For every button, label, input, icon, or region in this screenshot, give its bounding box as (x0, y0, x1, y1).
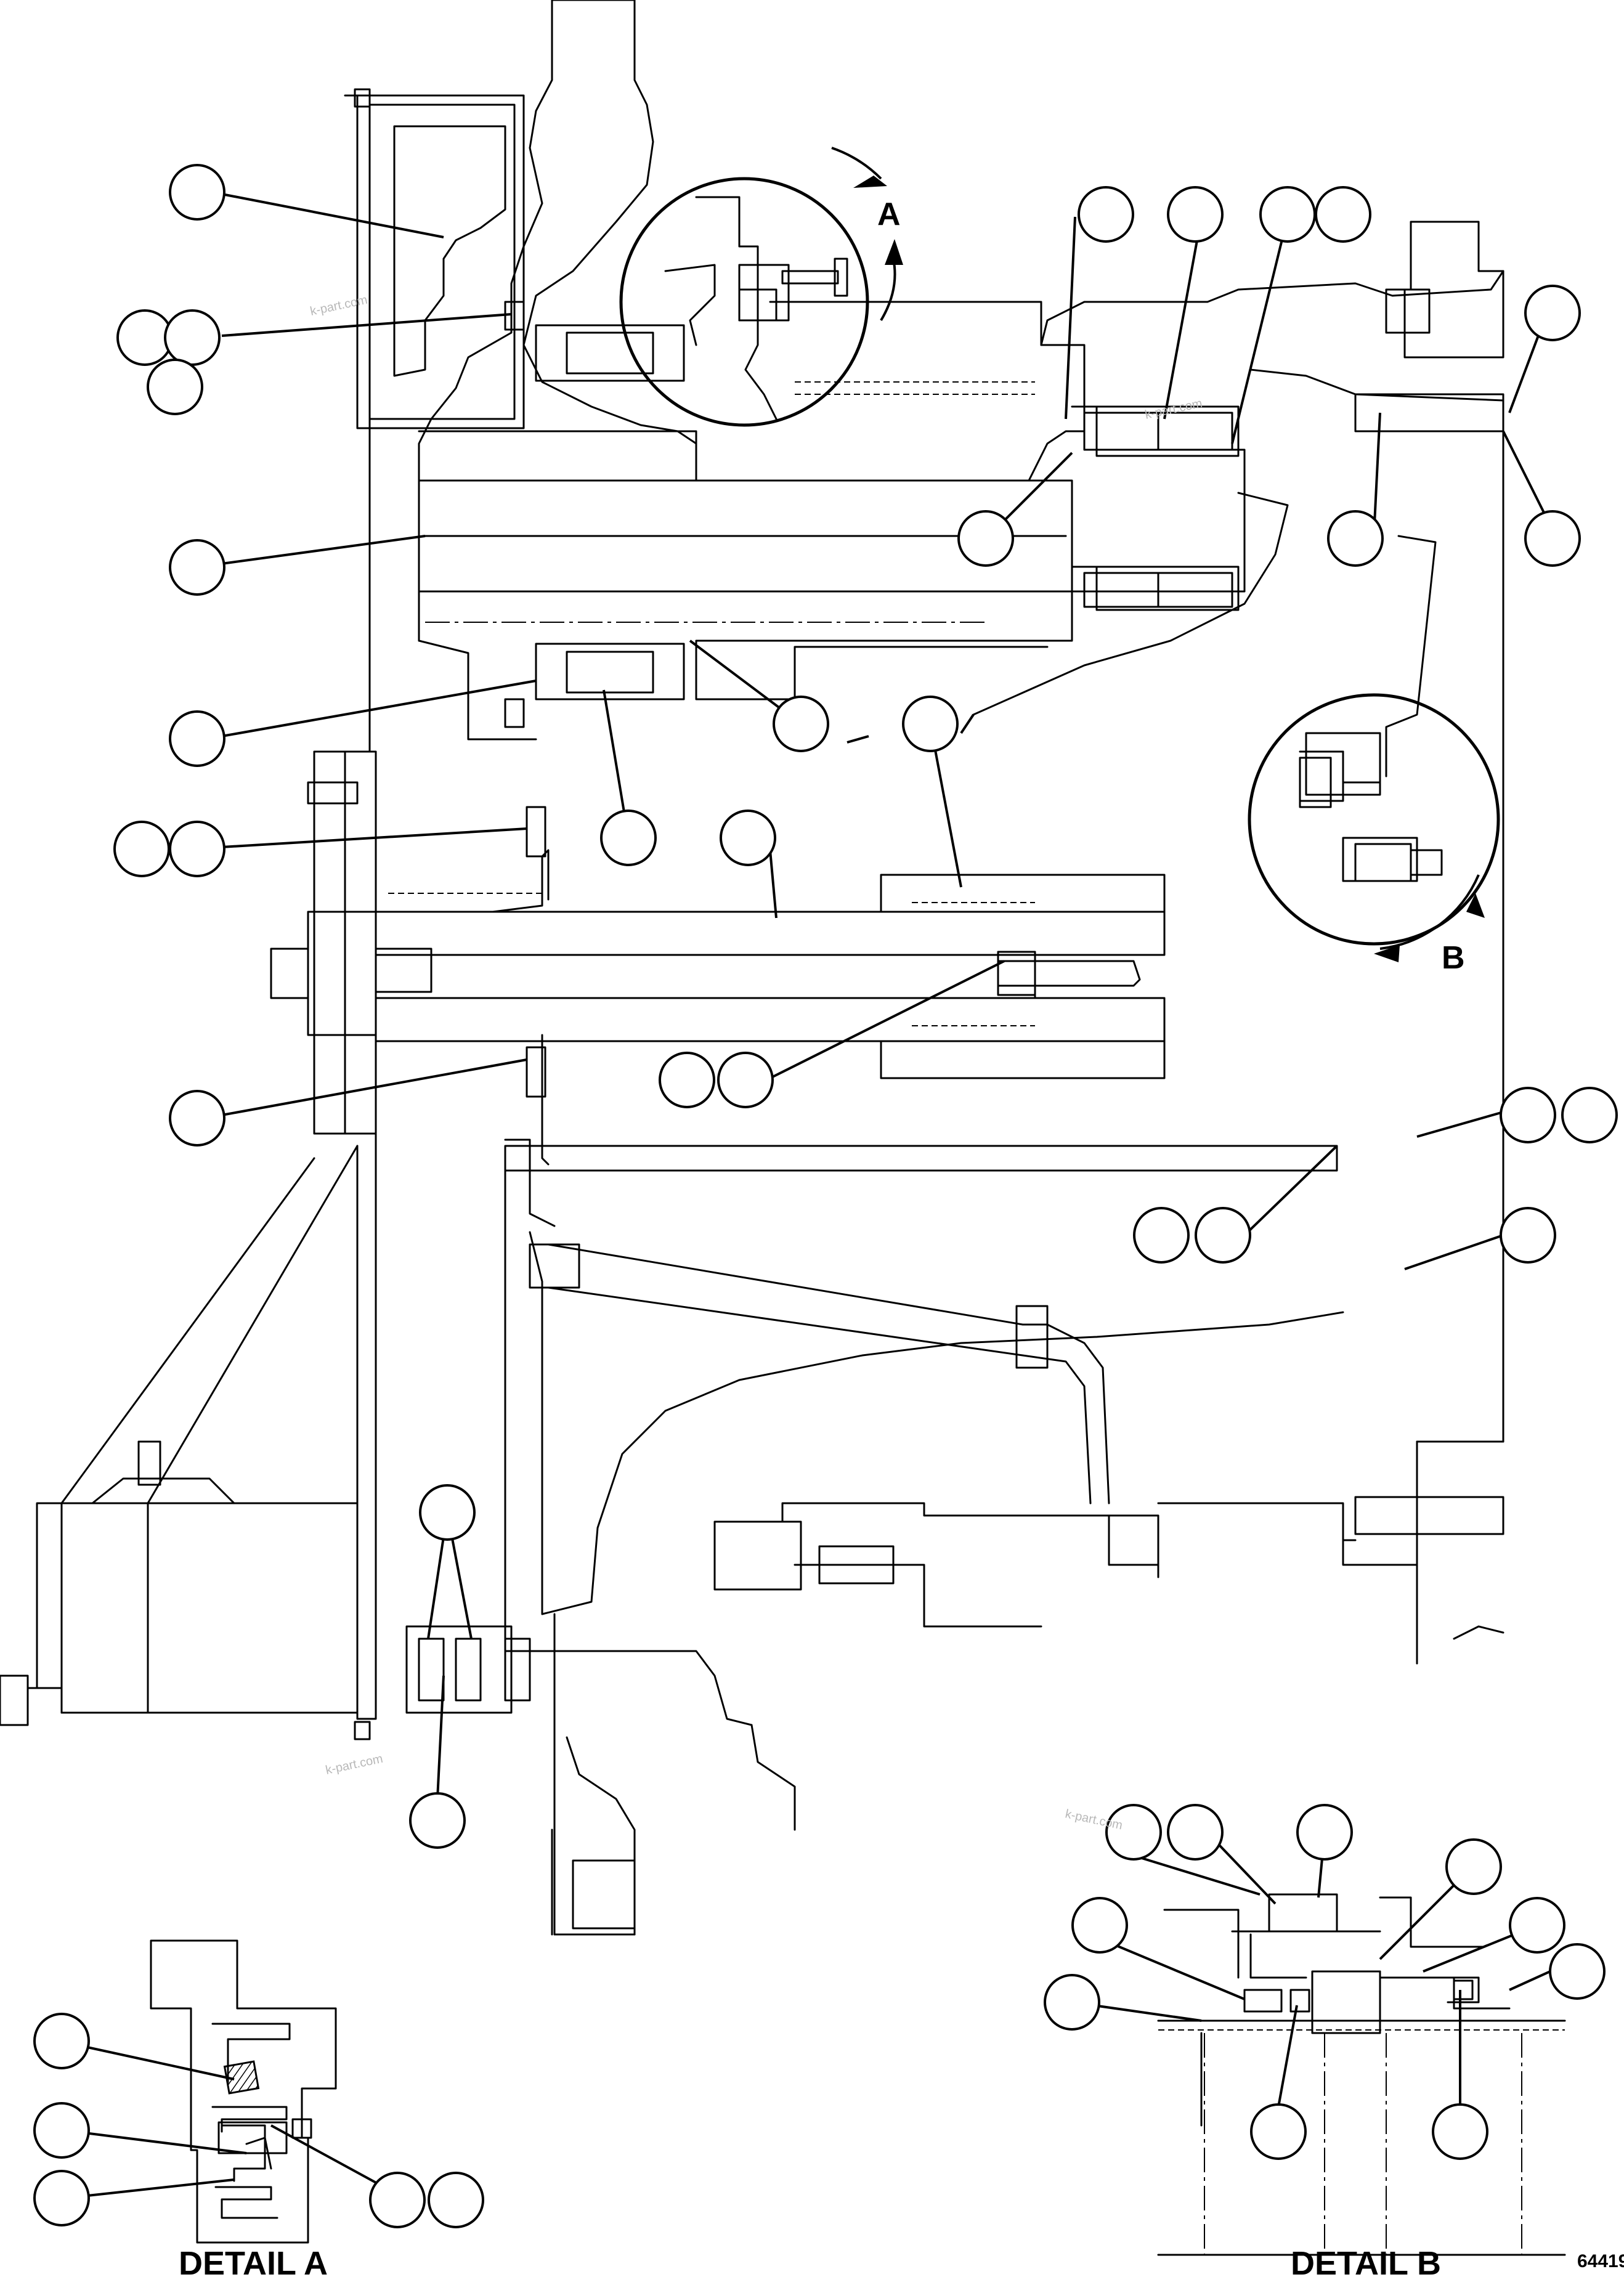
detail-a-view: DETAIL A (33, 1939, 484, 2277)
watermark-middle: k-part.com (1143, 397, 1203, 422)
main-section-view (0, 0, 1504, 1936)
watermark-lower: k-part.com (324, 1752, 384, 1777)
watermark-detail-b: k-part.com (1064, 1807, 1124, 1832)
detail-a-marker-letter: A (877, 197, 901, 232)
watermark-top: k-part.com (309, 293, 368, 319)
detail-b-view: DETAIL B (1044, 1804, 1606, 2277)
detail-a-title: DETAIL A (179, 2245, 328, 2277)
figure-number: 64419 (1577, 2251, 1624, 2271)
callout-leaders (221, 193, 1554, 1800)
callout-bubbles-main (113, 164, 1618, 1849)
detail-b-title: DETAIL B (1291, 2245, 1441, 2277)
detail-b-marker-letter: B (1442, 940, 1465, 976)
detail-b-reference-circle: B (1248, 693, 1500, 976)
detail-a-reference-circle: A (619, 147, 903, 427)
